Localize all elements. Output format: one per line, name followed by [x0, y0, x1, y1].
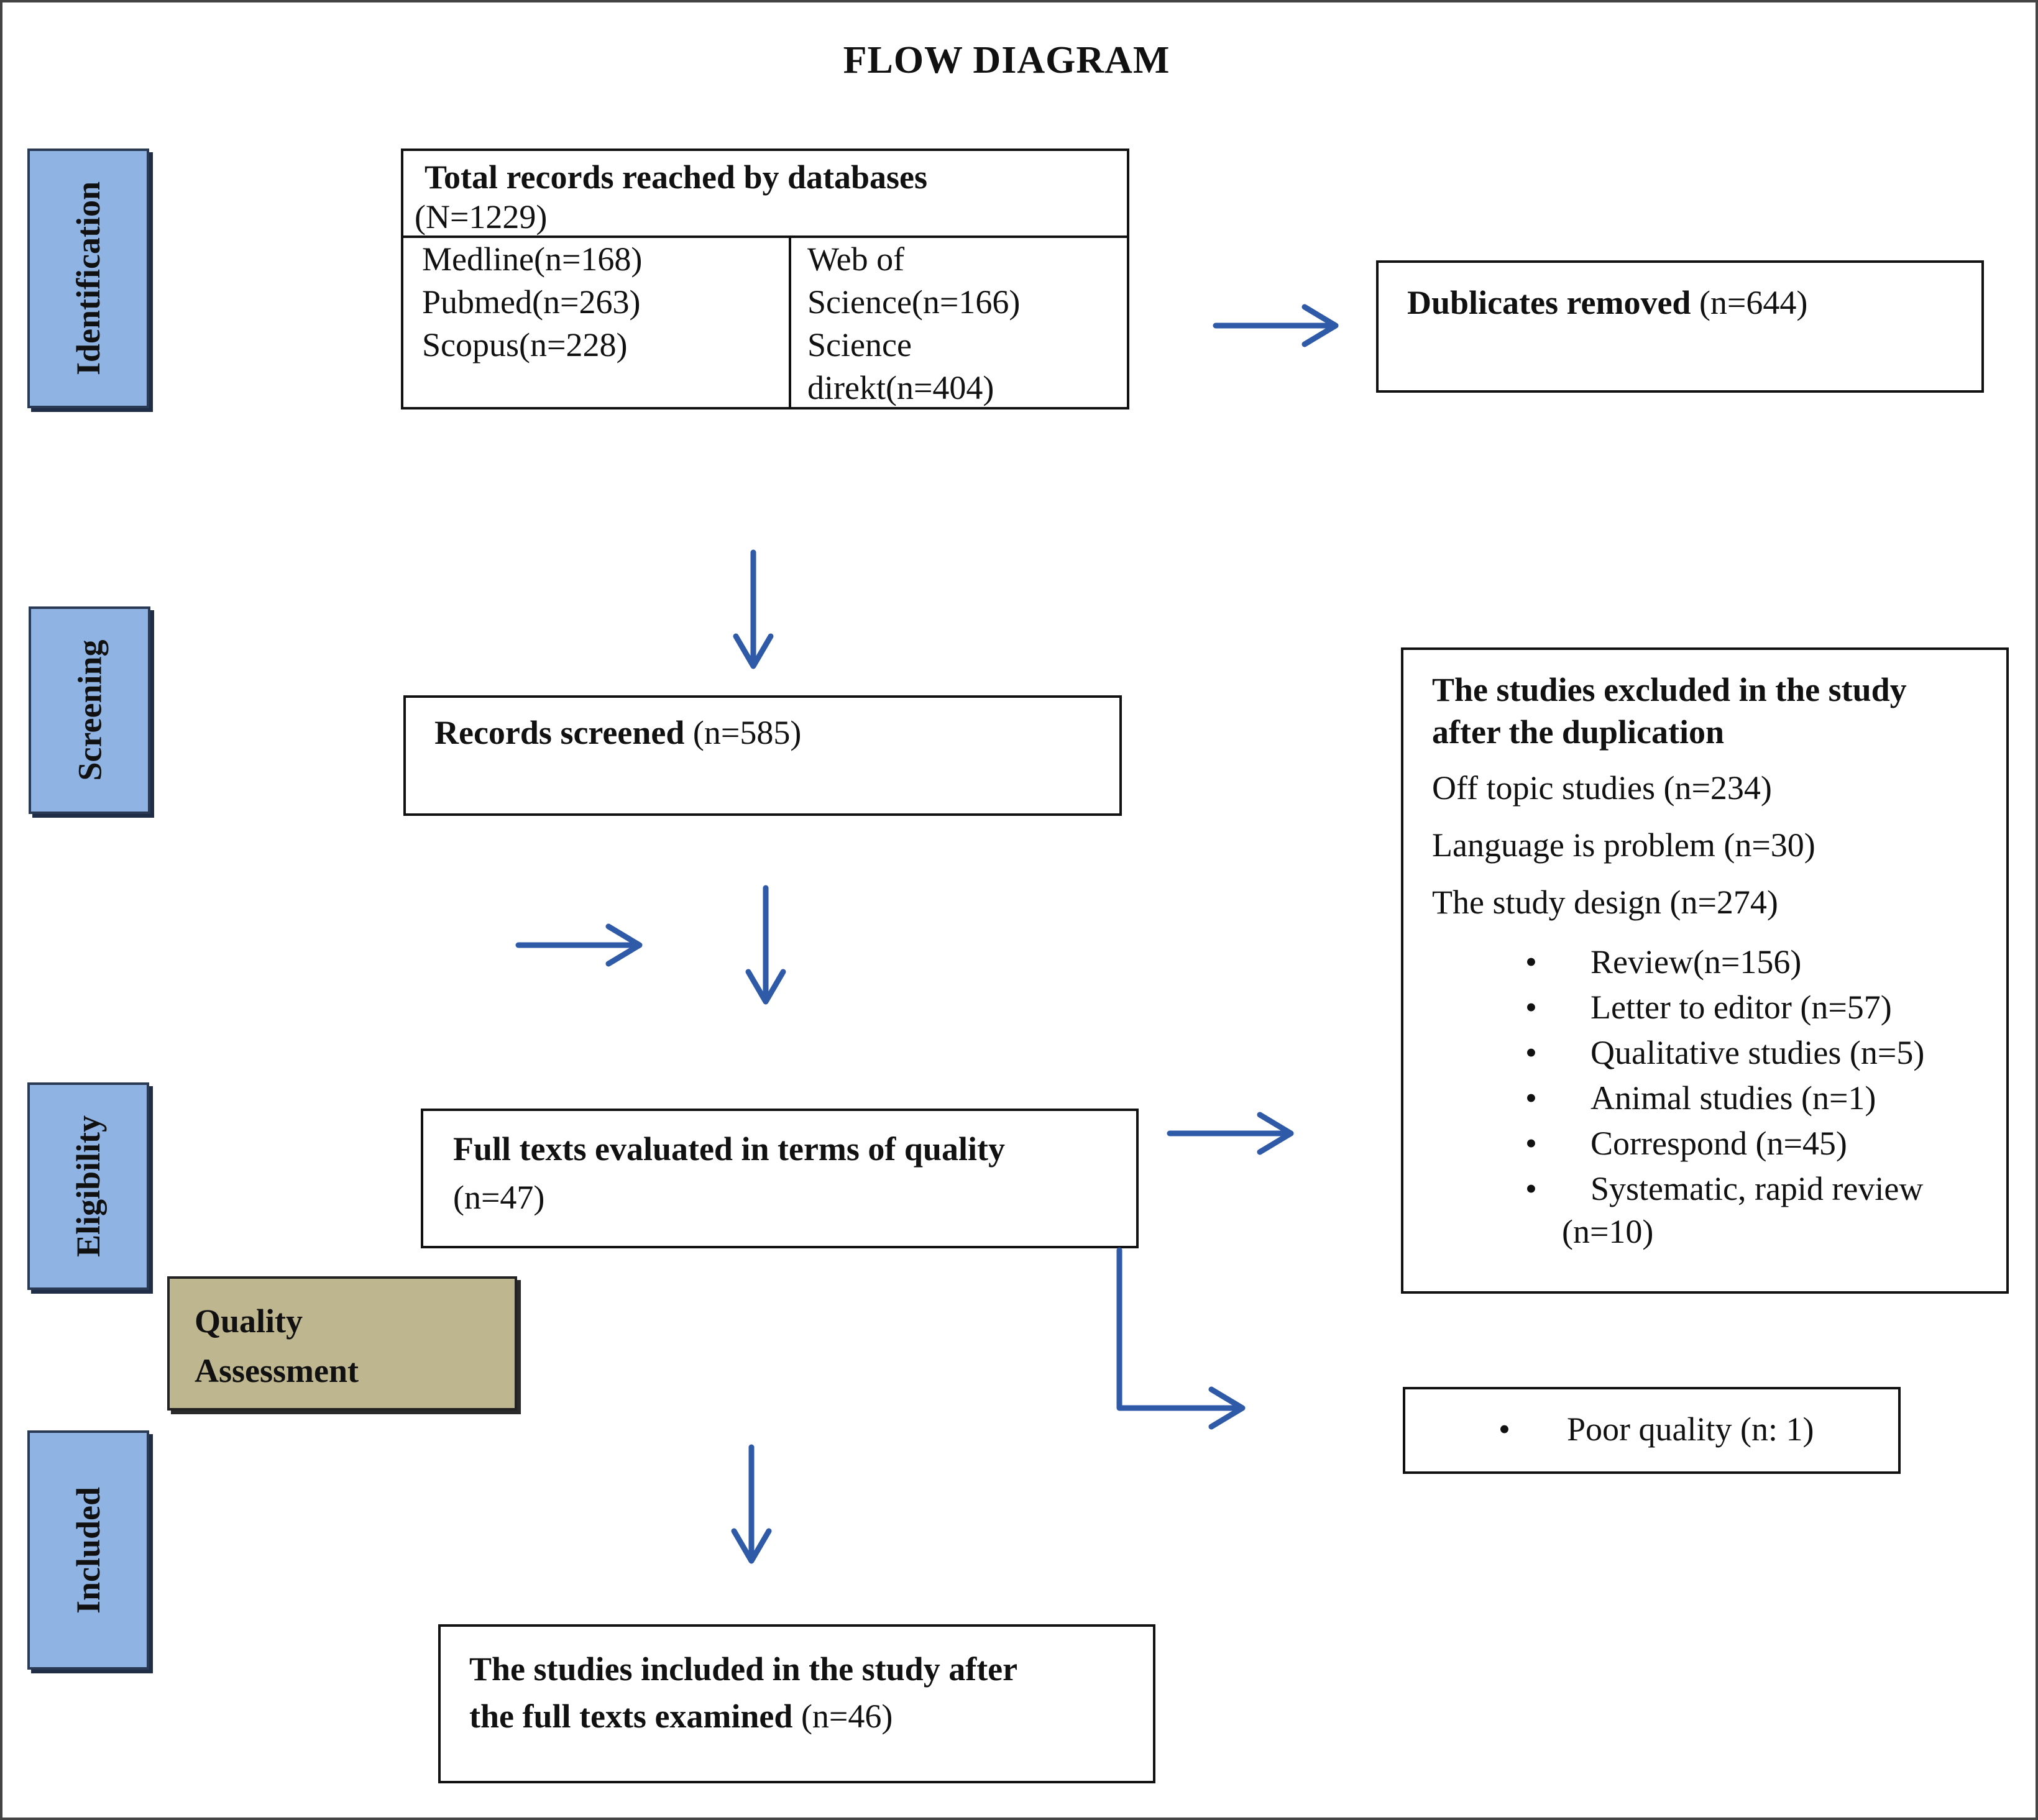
- full-texts-box: Full texts evaluated in terms of quality…: [421, 1109, 1139, 1248]
- arrow-right-screening: [515, 923, 643, 967]
- list-item: Systematic, rapid review: [1432, 1166, 2006, 1212]
- excluded-language: Language is problem (n=30): [1432, 826, 1815, 864]
- total-records-box: Total records reached by databases (N=12…: [401, 149, 1129, 409]
- poor-quality-list: Poor quality (n: 1): [1405, 1408, 1898, 1450]
- records-screened-box: Records screened (n=585): [403, 695, 1122, 816]
- excluded-heading-line1: The studies excluded in the study: [1432, 671, 1907, 708]
- stage-identification: Identification: [27, 149, 149, 408]
- arrow-to-poor-quality: [1116, 1247, 1246, 1430]
- included-count: (n=46): [801, 1698, 893, 1735]
- list-item: Animal studies (n=1): [1432, 1076, 2006, 1121]
- included-line2-label: the full texts examined: [469, 1698, 793, 1735]
- total-records-header: Total records reached by databases (N=12…: [403, 151, 1127, 238]
- duplicates-removed-label: Dublicates removed: [1407, 284, 1691, 321]
- poor-quality-box: Poor quality (n: 1): [1403, 1387, 1901, 1474]
- database-science-wos: Science(n=166): [807, 283, 1021, 321]
- excluded-heading-line2: after the duplication: [1432, 713, 1724, 751]
- database-direkt: direkt(n=404): [807, 369, 994, 406]
- study-design-list: Review(n=156) Letter to editor (n=57) Qu…: [1432, 940, 2006, 1212]
- excluded-systematic-count: (n=10): [1562, 1213, 1654, 1250]
- quality-assessment-line2: Assessment: [195, 1352, 359, 1389]
- list-item: Letter to editor (n=57): [1432, 985, 2006, 1030]
- database-list-left: Medline(n=168) Pubmed(n=263) Scopus(n=22…: [422, 238, 783, 367]
- records-screened-label: Records screened: [434, 714, 685, 751]
- full-texts-label: Full texts evaluated in terms of quality: [453, 1130, 1005, 1168]
- total-records-count: (N=1229): [415, 198, 548, 236]
- arrow-down-to-included: [731, 1444, 772, 1564]
- arrow-down-to-eligibility: [745, 885, 786, 1005]
- list-item: Qualitative studies (n=5): [1432, 1030, 2006, 1076]
- included-line2: the full texts examined (n=46): [469, 1693, 1153, 1740]
- quality-assessment-line1: Quality: [195, 1302, 303, 1340]
- stage-screening: Screening: [29, 606, 150, 814]
- included-line1: The studies included in the study after: [469, 1650, 1018, 1688]
- arrow-down-to-screening: [733, 549, 774, 669]
- full-texts-count: (n=47): [453, 1179, 545, 1216]
- total-records-divider: [789, 238, 791, 409]
- excluded-off-topic: Off topic studies (n=234): [1432, 769, 1772, 807]
- poor-quality-item: Poor quality (n: 1): [1405, 1408, 1898, 1450]
- database-list-right: Web of Science(n=166) Science direkt(n=4…: [807, 238, 1124, 409]
- arrow-to-excluded: [1167, 1112, 1294, 1155]
- duplicates-removed-box: Dublicates removed (n=644): [1376, 260, 1984, 393]
- duplicates-removed-count: (n=644): [1699, 284, 1808, 321]
- database-medline: Medline(n=168): [422, 240, 643, 278]
- excluded-studies-box: The studies excluded in the study after …: [1401, 647, 2009, 1294]
- quality-assessment-box: Quality Assessment: [167, 1276, 517, 1411]
- excluded-study-design: The study design (n=274): [1432, 884, 1778, 921]
- arrow-to-duplicates: [1213, 304, 1339, 347]
- database-pubmed: Pubmed(n=263): [422, 283, 641, 321]
- stage-eligibility: Eligibility: [27, 1082, 149, 1290]
- records-screened-count: (n=585): [692, 714, 802, 751]
- included-studies-box: The studies included in the study after …: [438, 1624, 1155, 1783]
- diagram-title: FLOW DIAGRAM: [843, 39, 1170, 81]
- list-item: Correspond (n=45): [1432, 1121, 2006, 1166]
- database-science: Science: [807, 326, 912, 364]
- database-scopus: Scopus(n=228): [422, 326, 628, 364]
- stage-included: Included: [27, 1430, 149, 1670]
- list-item: Review(n=156): [1432, 940, 2006, 985]
- database-web-of: Web of: [807, 240, 905, 278]
- total-records-heading: Total records reached by databases: [425, 158, 928, 196]
